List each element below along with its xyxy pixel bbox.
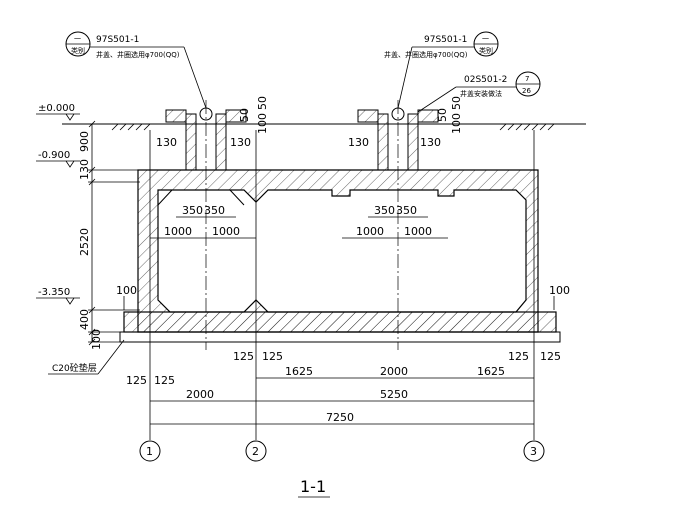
dim-400: 400 <box>78 309 91 330</box>
svg-text:97S501-1: 97S501-1 <box>424 35 467 45</box>
svg-text:7250: 7250 <box>326 411 354 424</box>
svg-text:-3.350: -3.350 <box>38 287 70 298</box>
section-title: 1-1 <box>298 477 330 498</box>
svg-text:50: 50 <box>256 96 269 110</box>
svg-text:100: 100 <box>549 284 570 297</box>
svg-text:井盖、井圈选用φ700(QQ): 井盖、井圈选用φ700(QQ) <box>384 50 468 59</box>
svg-text:97S501-1: 97S501-1 <box>96 35 139 45</box>
svg-text:350: 350 <box>182 204 203 217</box>
svg-text:125: 125 <box>508 350 529 363</box>
material-label: C20砼垫层 <box>48 339 125 375</box>
svg-text:1-1: 1-1 <box>300 477 326 496</box>
svg-text:125: 125 <box>154 374 175 387</box>
svg-text:井盖、井圈选用φ700(QQ): 井盖、井圈选用φ700(QQ) <box>96 50 180 59</box>
dim-100-bottom: 100 <box>90 329 103 350</box>
svg-text:1: 1 <box>146 445 153 458</box>
level-marker-0: ±0.000 <box>36 103 80 121</box>
svg-text:5250: 5250 <box>380 388 408 401</box>
svg-text:1000: 1000 <box>356 225 384 238</box>
svg-text:-0.900: -0.900 <box>38 150 70 161</box>
grid-axis-3: 3 <box>523 440 545 462</box>
svg-text:一: 一 <box>482 35 489 43</box>
svg-text:100: 100 <box>256 113 269 134</box>
svg-text:2000: 2000 <box>380 365 408 378</box>
svg-text:130: 130 <box>420 136 441 149</box>
level-marker-1: -0.900 <box>36 150 80 168</box>
svg-text:350: 350 <box>374 204 395 217</box>
level-marker-2: -3.350 <box>36 287 80 305</box>
svg-text:类别: 类别 <box>479 46 493 55</box>
dimension-row-1: 1625 2000 1625 <box>256 365 534 379</box>
svg-text:类别: 类别 <box>71 46 85 55</box>
interior-dimensions-left: 350 350 1000 1000 <box>150 204 256 239</box>
svg-text:125: 125 <box>540 350 561 363</box>
svg-text:7: 7 <box>525 75 529 83</box>
svg-text:125: 125 <box>126 374 147 387</box>
tank-structure <box>119 169 561 343</box>
interior-dimensions-right: 350 350 1000 1000 <box>342 204 448 239</box>
svg-text:125: 125 <box>262 350 283 363</box>
svg-text:1000: 1000 <box>164 225 192 238</box>
left-shaft <box>165 107 247 171</box>
svg-text:±0.000: ±0.000 <box>38 103 75 114</box>
svg-text:C20砼垫层: C20砼垫层 <box>52 362 97 374</box>
dimension-row-2: 2000 5250 <box>150 388 534 402</box>
callout-right: 一 类别 97S501-1 井盖、井圈选用φ700(QQ) <box>384 31 499 109</box>
svg-text:100: 100 <box>116 284 137 297</box>
svg-text:50: 50 <box>238 108 251 122</box>
svg-text:130: 130 <box>230 136 251 149</box>
svg-text:02S501-2: 02S501-2 <box>464 75 507 85</box>
neck-dimensions: 130 130 130 130 50 100 50 50 100 50 <box>156 96 463 149</box>
callout-left: 一 类别 97S501-1 井盖、井圈选用φ700(QQ) <box>65 31 207 109</box>
wall-dims: 100 100 125 125 125 125 125 125 <box>116 284 570 387</box>
dimension-total: 7250 <box>150 411 534 425</box>
dim-900: 900 <box>78 131 91 152</box>
dim-130: 130 <box>78 159 91 180</box>
svg-text:1000: 1000 <box>212 225 240 238</box>
svg-text:350: 350 <box>204 204 225 217</box>
grid-axis-2: 2 <box>245 440 267 462</box>
grid-axis-1: 1 <box>139 440 161 462</box>
svg-text:1625: 1625 <box>285 365 313 378</box>
svg-text:350: 350 <box>396 204 417 217</box>
svg-text:2: 2 <box>252 445 259 458</box>
svg-text:130: 130 <box>348 136 369 149</box>
svg-text:1625: 1625 <box>477 365 505 378</box>
svg-text:50: 50 <box>450 96 463 110</box>
svg-text:26: 26 <box>522 87 531 95</box>
vertical-dimension-chain: 900 130 2520 400 100 <box>78 120 150 350</box>
svg-text:125: 125 <box>233 350 254 363</box>
svg-text:井盖安装做法: 井盖安装做法 <box>460 89 502 98</box>
svg-text:2000: 2000 <box>186 388 214 401</box>
dim-2520: 2520 <box>78 228 91 256</box>
svg-text:一: 一 <box>74 35 81 43</box>
ground-line <box>62 123 586 131</box>
svg-text:50: 50 <box>436 108 449 122</box>
callout-detail: 7 26 02S501-2 井盖安装做法 <box>417 71 541 113</box>
svg-text:130: 130 <box>156 136 177 149</box>
svg-text:100: 100 <box>450 113 463 134</box>
svg-text:1000: 1000 <box>404 225 432 238</box>
svg-text:3: 3 <box>530 445 537 458</box>
center-lines <box>149 100 535 440</box>
right-shaft <box>357 107 439 171</box>
